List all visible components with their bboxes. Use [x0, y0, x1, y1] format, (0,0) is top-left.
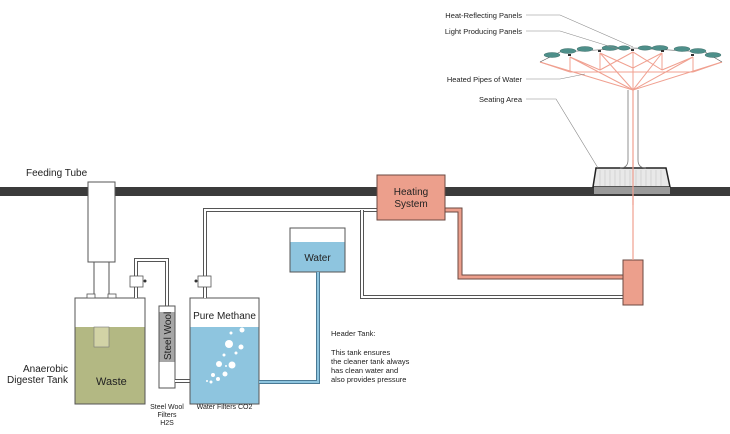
waste-fill	[75, 327, 145, 404]
ground-line-mid	[115, 187, 377, 196]
water-label: Water	[304, 253, 331, 264]
pure-methane-label: Pure Methane	[193, 311, 256, 322]
heat-reflecting-panels-label: Heat-Reflecting Panels	[445, 11, 522, 20]
water-fill-methane	[190, 327, 259, 404]
valve-1-knob	[143, 279, 147, 283]
leader-lines	[526, 14, 634, 169]
heat-exchanger	[622, 259, 644, 306]
panels	[543, 45, 722, 58]
water-fill-header	[290, 242, 345, 272]
water-filters-caption: Water Filters CO2	[197, 404, 253, 411]
steel-wool-fill	[159, 312, 175, 362]
heated-pipes-label: Heated Pipes of Water	[447, 75, 523, 84]
seating-hatch	[599, 170, 662, 186]
ground-line-right	[445, 187, 730, 196]
steel-wool-caption-3: H2S	[160, 420, 174, 427]
valve-1	[129, 275, 144, 288]
feeding-tube-label: Feeding Tube	[26, 168, 88, 179]
steel-wool-label: Steel Wool	[163, 312, 174, 360]
heated-pipes-canopy	[539, 51, 723, 91]
valve-2-knob	[194, 279, 198, 283]
return-pipe	[360, 210, 624, 299]
seating-area-label: Seating Area	[479, 95, 523, 104]
light-producing-panels-label: Light Producing Panels	[445, 27, 522, 36]
steel-wool-caption-2: Filters	[157, 412, 177, 419]
seating-area	[592, 167, 671, 188]
seating-base	[594, 187, 670, 194]
header-tank-desc-3: has clean water and	[331, 366, 398, 375]
heating-system	[376, 174, 446, 221]
header-tank-desc-4: also provides pressure	[331, 375, 406, 384]
tank-lid-stub-left	[86, 293, 96, 299]
anaerobic-label-2: Digester Tank	[7, 375, 69, 386]
tank-lid-stub-right	[107, 293, 117, 299]
header-tank-desc-2: the cleaner tank always	[331, 357, 410, 366]
waste-label: Waste	[96, 376, 127, 388]
feeding-tube	[87, 181, 116, 263]
heating-label-2: System	[394, 199, 427, 210]
bubbles	[206, 327, 245, 384]
digester-inlet-tube	[93, 326, 110, 348]
hot-water-pipe	[445, 207, 624, 280]
header-tank-title: Header Tank:	[331, 329, 375, 338]
tree-trunk	[619, 90, 647, 169]
panel-joints	[568, 49, 694, 56]
anaerobic-label-1: Anaerobic	[23, 364, 68, 375]
heating-label-1: Heating	[394, 187, 428, 198]
steel-wool-caption-1: Steel Wool	[150, 404, 184, 411]
header-tank-desc-1: This tank ensures	[331, 348, 390, 357]
ground-line-left	[0, 187, 88, 196]
valve-2	[197, 275, 212, 288]
header-tank-pipe	[259, 272, 320, 384]
